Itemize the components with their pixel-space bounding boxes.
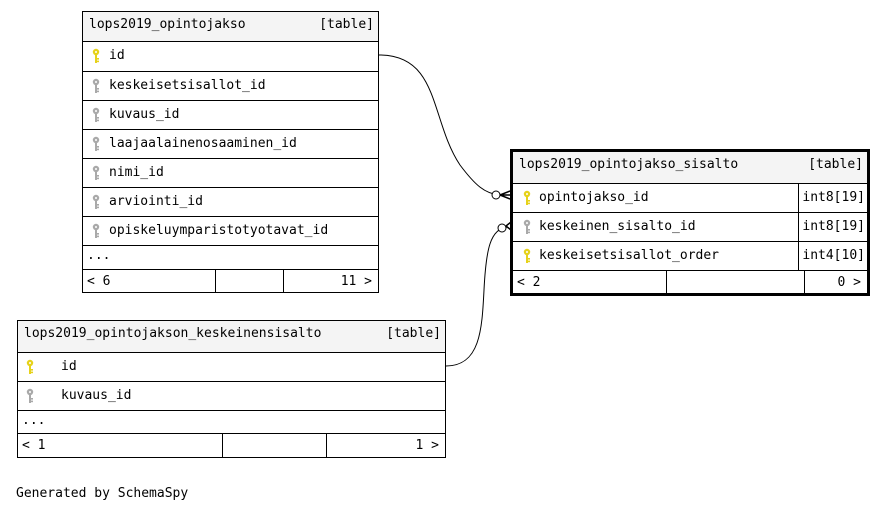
foreign-key-icon	[523, 219, 531, 235]
generated-by-credit: Generated by SchemaSpy	[16, 486, 189, 501]
column-name: id	[61, 359, 77, 374]
table-header: lops2019_opintojakso_sisalto [table]	[513, 152, 867, 183]
edge-zero-marker	[497, 223, 507, 233]
column-row[interactable]: laajaalainenosaaminen_id	[83, 129, 378, 158]
column-type: int8[19]	[798, 213, 867, 241]
more-columns-ellipsis: ...	[22, 413, 46, 428]
footer-parents-count[interactable]: < 6	[87, 274, 111, 289]
column-row[interactable]: id	[83, 41, 378, 71]
column-type: int8[19]	[798, 184, 867, 212]
column-name: opintojakso_id	[539, 190, 649, 205]
footer-parents-count[interactable]: < 1	[22, 438, 46, 453]
column-type: int4[10]	[798, 242, 867, 270]
footer-divider	[222, 434, 223, 457]
column-row[interactable]: id	[18, 352, 445, 381]
footer-divider	[326, 434, 327, 457]
table-footer: < 2 0 >	[513, 270, 867, 293]
foreign-key-icon	[92, 78, 100, 94]
column-row[interactable]: nimi_id	[83, 158, 378, 187]
foreign-key-icon	[92, 194, 100, 210]
column-row[interactable]: kuvaus_id	[18, 381, 445, 410]
more-columns-row[interactable]: ...	[18, 410, 445, 433]
column-name: keskeisetsisallot_order	[539, 248, 720, 263]
column-name: keskeisetsisallot_id	[109, 78, 266, 93]
foreign-key-icon	[92, 136, 100, 152]
table-name: lops2019_opintojakso_sisalto	[519, 157, 739, 172]
table-header: lops2019_opintojakso [table]	[83, 12, 378, 41]
primary-key-icon	[26, 359, 34, 375]
footer-children-count[interactable]: 11 >	[340, 274, 372, 289]
foreign-key-icon	[26, 388, 34, 404]
edge-zero-marker	[491, 190, 501, 200]
more-columns-ellipsis: ...	[87, 248, 111, 263]
footer-children-count[interactable]: 1 >	[415, 438, 439, 453]
column-name: kuvaus_id	[61, 388, 132, 403]
column-row[interactable]: opiskeluymparistotyotavat_id	[83, 216, 378, 245]
footer-children-count[interactable]: 0 >	[837, 275, 861, 290]
column-row[interactable]: kuvaus_id	[83, 100, 378, 129]
foreign-key-icon	[92, 107, 100, 123]
column-name: id	[109, 48, 125, 63]
footer-divider	[215, 270, 216, 292]
table-kind: [table]	[386, 326, 441, 341]
edge-opintojakso-to-sisalto	[378, 54, 501, 196]
table-header: lops2019_opintojakson_keskeinensisalto […	[18, 321, 445, 352]
table-lops2019-opintojakson-keskeinensisalto[interactable]: lops2019_opintojakson_keskeinensisalto […	[17, 320, 446, 458]
column-name: nimi_id	[109, 165, 164, 180]
table-kind: [table]	[808, 157, 863, 172]
column-name: laajaalainenosaaminen_id	[109, 136, 297, 151]
edge-crowfoot-marker	[499, 190, 511, 200]
column-row[interactable]: keskeisetsisallot_order int4[10]	[513, 241, 867, 270]
column-row[interactable]: arviointi_id	[83, 187, 378, 216]
table-footer: < 1 1 >	[18, 433, 445, 457]
column-name: opiskeluymparistotyotavat_id	[109, 223, 329, 238]
table-name: lops2019_opintojakso	[89, 17, 246, 32]
footer-divider	[666, 271, 667, 293]
column-name: arviointi_id	[109, 194, 203, 209]
primary-key-icon	[523, 190, 531, 206]
column-name: keskeinen_sisalto_id	[539, 219, 696, 234]
footer-divider	[804, 271, 805, 293]
column-name: kuvaus_id	[109, 107, 180, 122]
footer-divider	[283, 270, 284, 292]
edge-keskeinensisalto-to-sisalto	[445, 226, 509, 367]
primary-key-icon	[523, 248, 531, 264]
footer-parents-count[interactable]: < 2	[517, 275, 541, 290]
table-lops2019-opintojakso-sisalto[interactable]: lops2019_opintojakso_sisalto [table] opi…	[510, 149, 870, 296]
table-kind: [table]	[319, 17, 374, 32]
column-row[interactable]: opintojakso_id int8[19]	[513, 183, 867, 212]
table-lops2019-opintojakso[interactable]: lops2019_opintojakso [table] id keskeise…	[82, 11, 379, 293]
table-name: lops2019_opintojakson_keskeinensisalto	[24, 326, 322, 341]
foreign-key-icon	[92, 223, 100, 239]
primary-key-icon	[92, 48, 100, 64]
table-footer: < 6 11 >	[83, 269, 378, 292]
more-columns-row[interactable]: ...	[83, 245, 378, 269]
column-row[interactable]: keskeisetsisallot_id	[83, 71, 378, 100]
foreign-key-icon	[92, 165, 100, 181]
column-row[interactable]: keskeinen_sisalto_id int8[19]	[513, 212, 867, 241]
